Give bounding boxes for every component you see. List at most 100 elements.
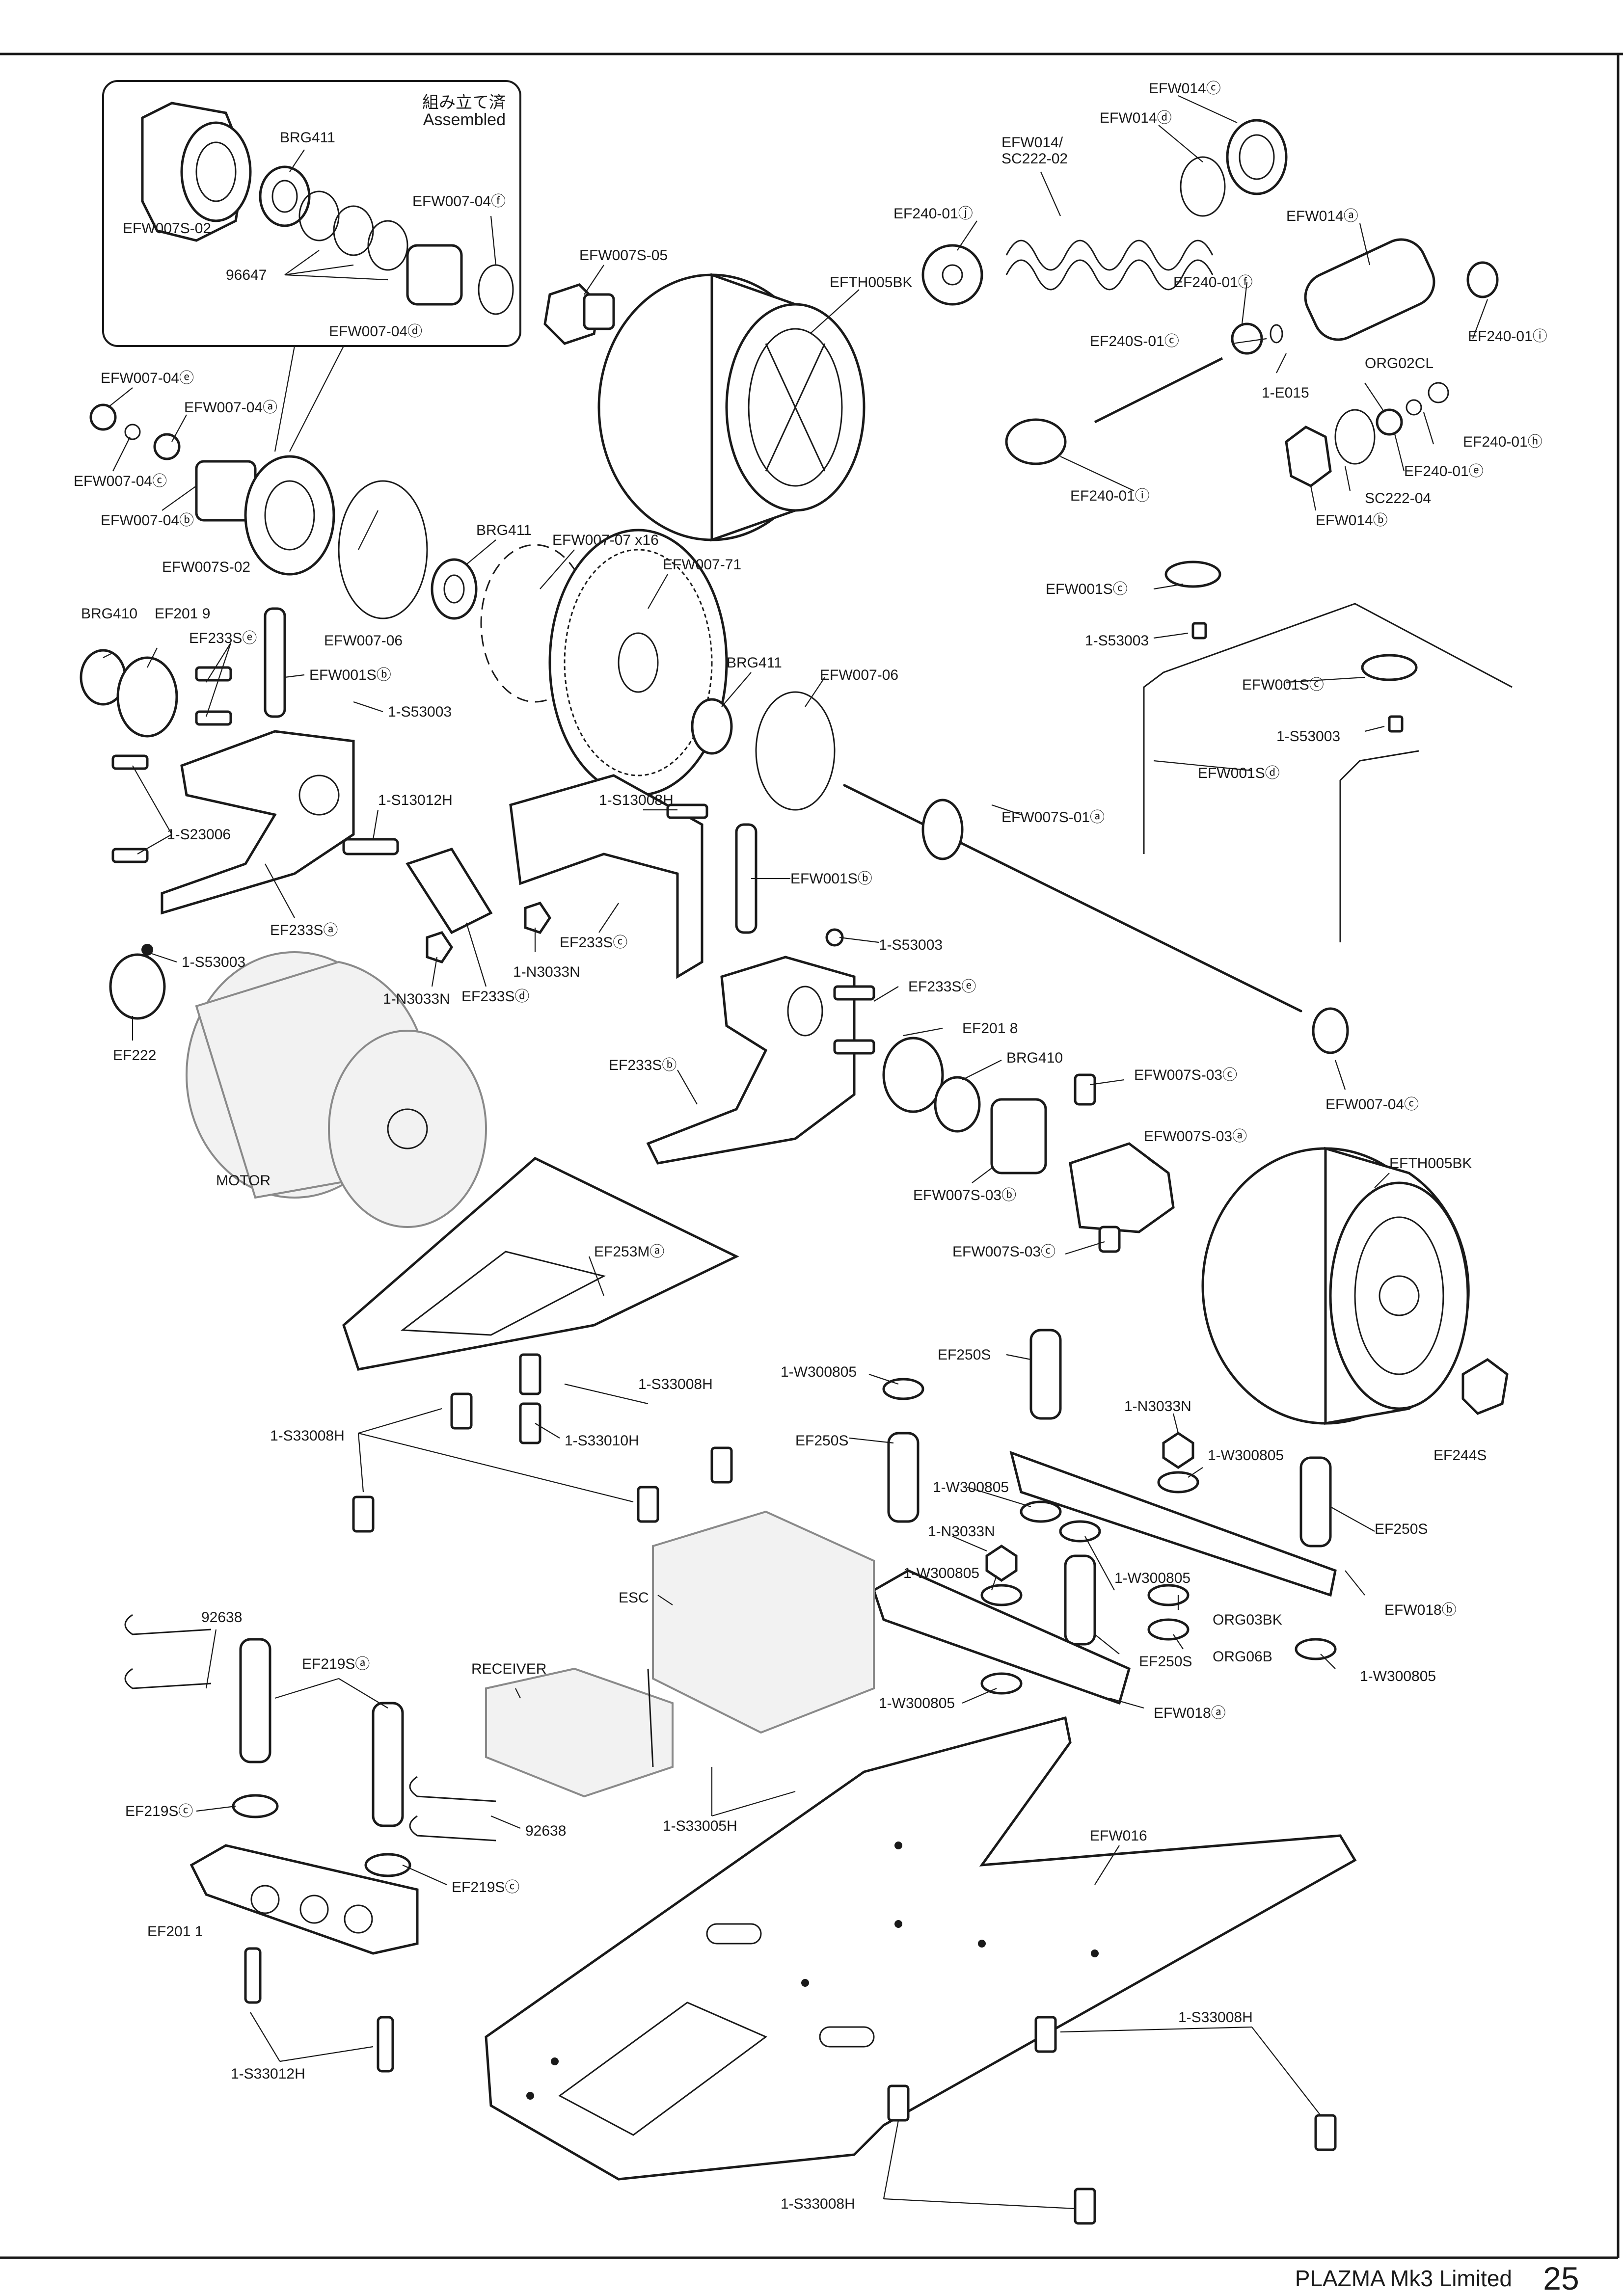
part-label: 1-S13008H [599, 792, 674, 808]
part-label: EF240-01ⓔ [1404, 463, 1484, 480]
part-label: EF240-01ⓗ [1463, 434, 1542, 450]
part-label: EFTH005BK [830, 274, 912, 291]
wheel-upper [543, 273, 866, 542]
part-label: EF250S [1139, 1654, 1192, 1670]
part-label: 1-W300805 [879, 1695, 955, 1711]
motor-group [109, 944, 487, 1228]
part-label: EFW007S-03ⓒ [952, 1244, 1055, 1260]
part-label: EF240-01ⓘ [1070, 488, 1150, 504]
part-label: EFW007-04ⓑ [101, 512, 194, 529]
part-label: BRG410 [81, 606, 137, 622]
part-label: EF222 [113, 1047, 156, 1064]
part-label: EF250S [938, 1347, 991, 1363]
part-label: EFW018ⓐ [1154, 1705, 1226, 1721]
part-label: EF240S-01ⓒ [1090, 333, 1179, 349]
right-bearing-holder [646, 928, 1096, 1175]
part-label: 1-S33005H [663, 1818, 737, 1834]
main-chassis [485, 1716, 1357, 2225]
electronics [485, 1510, 875, 1798]
part-label: BRG410 [1006, 1050, 1063, 1066]
part-label: 1-N3033N [513, 964, 580, 980]
part-label: EFW007-04ⓔ [101, 370, 194, 386]
part-label: 1-W300805 [1208, 1447, 1284, 1464]
footer-title: PLAZMA Mk3 Limited [1295, 2266, 1512, 2291]
part-label: BRG411 [280, 130, 335, 146]
axle [843, 784, 1349, 1054]
left-posts [124, 1614, 496, 2073]
part-label: EF233Sⓒ [560, 934, 627, 951]
part-label: EFW007-71 [663, 557, 741, 573]
part-label: EFW014ⓒ [1149, 80, 1221, 97]
part-label: EFW001Sⓓ [1198, 765, 1280, 781]
part-label: BRG411 [476, 522, 532, 538]
part-label: EFW014ⓑ [1316, 512, 1388, 529]
part-label: EFW007-04ⓒ [1325, 1096, 1419, 1113]
leader-lines [103, 95, 1488, 2210]
left-bearing-holder [80, 607, 355, 915]
left-hub [89, 403, 335, 576]
part-label: EFW007-06 [820, 667, 898, 683]
part-label: 1-E015 [1262, 385, 1309, 401]
part-label: EFW007S-05 [579, 247, 668, 264]
part-label: EF240-01ⓙ [893, 206, 973, 222]
part-label: 92638 [525, 1823, 566, 1839]
part-label: EFW007-06 [324, 633, 403, 649]
part-label: 1-S53003 [879, 937, 943, 953]
part-label: EF201 8 [962, 1020, 1018, 1037]
part-label: 1-W300805 [1114, 1570, 1190, 1586]
part-label: 1-S53003 [1276, 728, 1340, 745]
center-bracket [342, 774, 757, 979]
part-label: EF253Mⓐ [594, 1244, 664, 1260]
part-label: 1-S33008H [270, 1428, 345, 1444]
part-label: EF233Sⓔ [908, 979, 976, 995]
part-label: EFW007-04ⓒ [74, 473, 167, 489]
part-label: EFW007S-02 [162, 559, 250, 575]
part-label: EF233Sⓓ [461, 988, 529, 1005]
part-label: 1-W300805 [1360, 1668, 1436, 1684]
part-label: EFW007-04ⓕ [412, 193, 506, 210]
part-label: EFW007S-03ⓒ [1134, 1067, 1237, 1083]
part-label: 1-S23006 [167, 827, 231, 843]
part-label: EFW001Sⓒ [1046, 581, 1128, 597]
wheel-lower [1069, 1142, 1509, 1425]
part-label: EFW007-07 x16 [552, 532, 659, 548]
part-label: 1-S33012H [231, 2066, 305, 2082]
body-wire [1143, 561, 1513, 942]
part-label: 1-S33008H [1178, 2009, 1253, 2026]
part-label: EFW001Sⓑ [309, 667, 391, 683]
part-label: 1-S53003 [1085, 633, 1149, 649]
part-label: RECEIVER [471, 1661, 546, 1677]
part-label: 1-W300805 [903, 1565, 979, 1581]
part-label: EF201 9 [155, 606, 210, 622]
top-plate [342, 1157, 739, 1371]
part-label: EF244S [1434, 1447, 1487, 1464]
part-label: 1-S53003 [388, 704, 452, 720]
part-label: EF250S [795, 1433, 848, 1449]
part-label: ORG03BK [1213, 1612, 1282, 1628]
part-label: EFW007S-02 [123, 220, 211, 237]
part-label: EF240-01ⓘ [1468, 328, 1547, 345]
part-label: 1-W300805 [933, 1479, 1009, 1495]
part-label: 1-S33008H [638, 1376, 713, 1392]
part-label: EFW014ⓐ [1286, 208, 1358, 224]
part-label: EF219Sⓒ [125, 1803, 193, 1819]
part-label: 1-W300805 [781, 1364, 857, 1380]
inset-title-jp: 組み立て済 [422, 93, 506, 112]
inset-title-en: Assembled [423, 110, 506, 129]
part-label: EFW007S-03ⓐ [1144, 1128, 1247, 1145]
part-label: 1-N3033N [1124, 1398, 1191, 1415]
part-label: EF233Sⓑ [609, 1057, 676, 1073]
part-label: EFW001Sⓑ [790, 871, 872, 887]
part-label: EFW007S-03ⓑ [913, 1187, 1016, 1203]
part-label: EF201 1 [147, 1923, 203, 1940]
part-label: EFW007S-01ⓐ [1001, 809, 1105, 826]
page-number: 25 [1543, 2260, 1579, 2296]
part-labels: EFW014ⓒ EFW014ⓓ EFW014/SC222-02 EF240-01… [74, 80, 1547, 2212]
part-label: 96647 [226, 267, 267, 283]
part-label: 1-S53003 [182, 954, 245, 970]
part-label: ORG06B [1213, 1649, 1272, 1665]
part-label: 1-S33010H [565, 1433, 639, 1449]
part-label: 92638 [201, 1609, 242, 1626]
part-label: EF250S [1375, 1521, 1428, 1537]
